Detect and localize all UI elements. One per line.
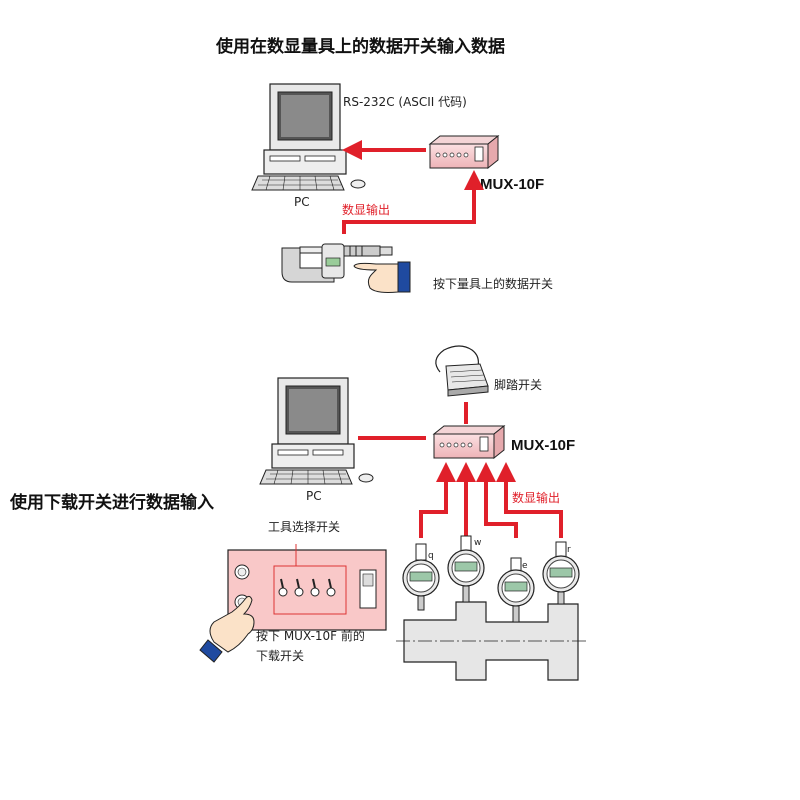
arrow-gauge-q: [419, 462, 456, 538]
press-download-label-1: 按下 MUX-10F 前的: [256, 628, 365, 643]
gauge-label-e: e: [522, 561, 528, 571]
mux-bottom-label: MUX-10F: [511, 437, 575, 454]
dial-gauge-e: [497, 557, 535, 623]
section-title-download: 使用下载开关进行数据输入: [9, 492, 214, 513]
gauge-label-w: w: [474, 538, 481, 548]
dial-gauge-r: [542, 541, 580, 605]
arrow-gauge-e: [476, 462, 518, 538]
top-digital-output-label: 数显输出: [342, 202, 390, 217]
foot-switch-icon: [435, 345, 489, 397]
mux-bottom-device: [432, 424, 506, 460]
hand-top-icon: [353, 261, 411, 293]
press-gauge-switch-label: 按下量具上的数据开关: [433, 276, 553, 291]
arrow-gauge-r: [496, 462, 563, 538]
arrow-gauge-to-mux: [342, 170, 484, 234]
tool-select-switches[interactable]: [278, 578, 336, 597]
rs232c-label: RS-232C (ASCII 代码): [343, 95, 467, 109]
page-title: 使用在数显量具上的数据开关输入数据: [215, 36, 505, 57]
gauge-label-r: r: [567, 545, 571, 555]
bottom-digital-output-label: 数显输出: [512, 490, 560, 505]
tool-switch-label: 工具选择开关: [268, 520, 340, 534]
gauge-label-q: q: [428, 551, 434, 561]
foot-switch-label: 脚踏开关: [494, 377, 542, 392]
mux-top-label: MUX-10F: [480, 176, 544, 193]
pc-bottom-label: PC: [306, 489, 322, 503]
dial-gauge-w: [447, 535, 485, 603]
mux-front-panel: [227, 549, 387, 631]
micrometer-icon: [281, 243, 393, 283]
pc-bottom-icon: [259, 377, 374, 485]
hand-bottom-icon: [199, 595, 255, 663]
pc-top-label: PC: [294, 195, 310, 209]
pc-top-icon: [251, 83, 366, 191]
mux-top-device: [428, 134, 500, 170]
dial-gauge-q: [402, 543, 440, 611]
press-download-label-2: 下载开关: [256, 649, 304, 663]
